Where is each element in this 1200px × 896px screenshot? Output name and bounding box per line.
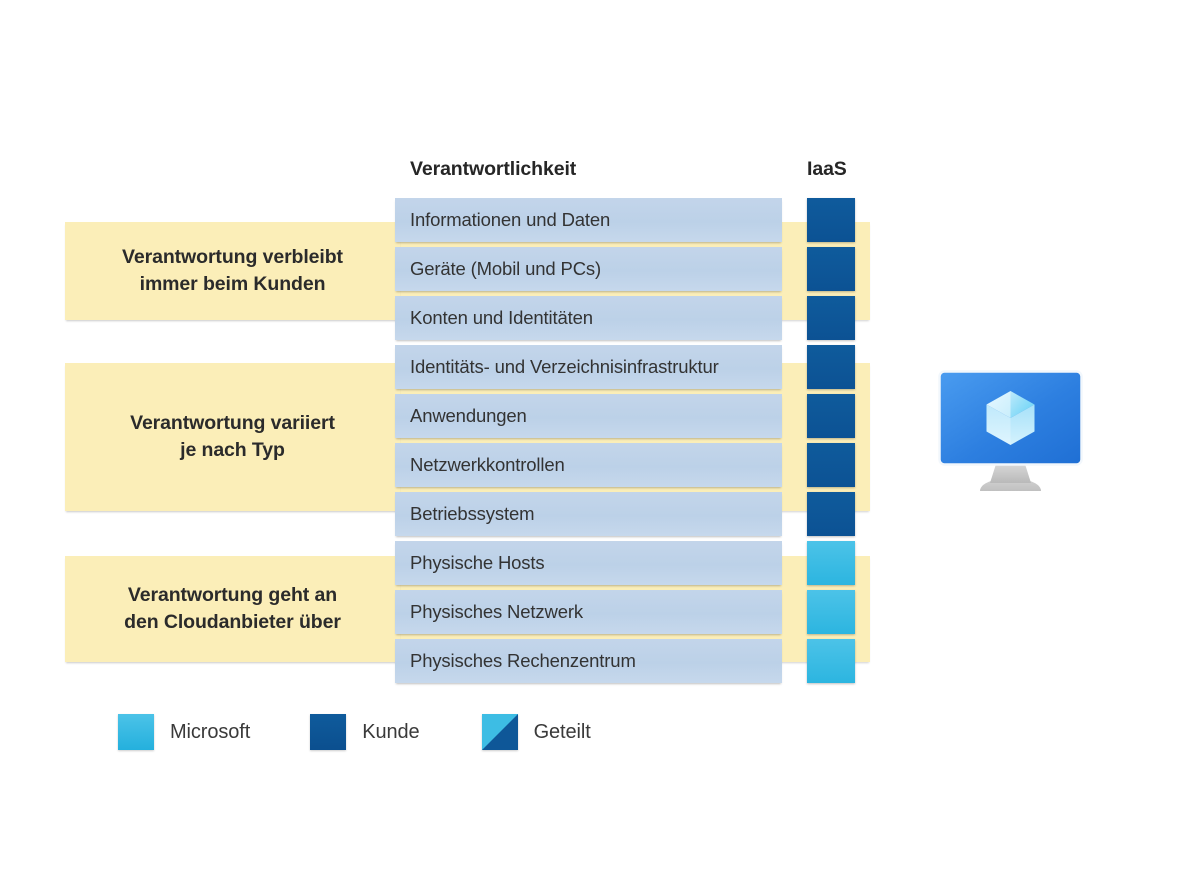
group-band-label: Verantwortung verbleibt immer beim Kunde… xyxy=(122,246,343,295)
table-row: Identitäts- und Verzeichnisinfrastruktur xyxy=(395,345,782,389)
column-header-responsibility: Verantwortlichkeit xyxy=(410,158,577,180)
legend-label: Kunde xyxy=(362,720,420,743)
iaas-cell-customer xyxy=(807,492,855,536)
legend-swatch-customer-icon xyxy=(310,714,347,750)
row-label: Netzwerkkontrollen xyxy=(410,454,565,475)
row-label: Physisches Rechenzentrum xyxy=(410,650,636,671)
legend-label: Geteilt xyxy=(533,720,591,743)
legend-swatch-shared-icon xyxy=(481,714,518,750)
iaas-cell-microsoft xyxy=(807,639,855,683)
legend-label: Microsoft xyxy=(170,720,251,743)
row-label: Anwendungen xyxy=(410,405,527,426)
table-row: Konten und Identitäten xyxy=(395,296,782,340)
group-band-responsibility-transfers-to-provider: Verantwortung geht an den Cloudanbieter … xyxy=(65,556,400,662)
legend-item-customer: Kunde xyxy=(310,714,420,750)
group-band-responsibility-always-customer: Verantwortung verbleibt immer beim Kunde… xyxy=(65,222,400,320)
table-row: Informationen und Daten xyxy=(395,198,782,242)
iaas-cell-customer xyxy=(807,345,855,389)
virtual-machine-monitor-icon xyxy=(938,370,1083,498)
iaas-cell-customer xyxy=(807,394,855,438)
table-row: Netzwerkkontrollen xyxy=(395,443,782,487)
row-label: Physische Hosts xyxy=(410,552,545,573)
group-band-responsibility-varies: Verantwortung variiert je nach Typ xyxy=(65,363,400,511)
table-row: Betriebssystem xyxy=(395,492,782,536)
legend-item-microsoft: Microsoft xyxy=(118,714,250,750)
table-row: Physische Hosts xyxy=(395,541,782,585)
iaas-cell-microsoft xyxy=(807,541,855,585)
legend-item-shared: Geteilt xyxy=(481,714,591,750)
row-label: Betriebssystem xyxy=(410,503,535,524)
iaas-cell-customer xyxy=(807,247,855,291)
row-label: Informationen und Daten xyxy=(410,209,611,230)
table-row: Anwendungen xyxy=(395,394,782,438)
row-label: Geräte (Mobil und PCs) xyxy=(410,258,602,279)
iaas-cell-microsoft xyxy=(807,590,855,634)
row-label: Konten und Identitäten xyxy=(410,307,593,328)
legend: Microsoft Kunde Geteilt xyxy=(118,712,591,752)
iaas-cell-customer xyxy=(807,198,855,242)
column-header-iaas: IaaS xyxy=(807,158,847,180)
row-label: Identitäts- und Verzeichnisinfrastruktur xyxy=(410,356,719,377)
row-label: Physisches Netzwerk xyxy=(410,601,583,622)
legend-swatch-microsoft-icon xyxy=(118,714,154,750)
group-band-label: Verantwortung geht an den Cloudanbieter … xyxy=(124,584,341,633)
table-row: Physisches Netzwerk xyxy=(395,590,782,634)
iaas-cell-customer xyxy=(807,296,855,340)
iaas-cell-customer xyxy=(807,443,855,487)
group-band-label: Verantwortung variiert je nach Typ xyxy=(130,412,335,461)
table-row: Physisches Rechenzentrum xyxy=(395,639,782,683)
table-row: Geräte (Mobil und PCs) xyxy=(395,247,782,291)
